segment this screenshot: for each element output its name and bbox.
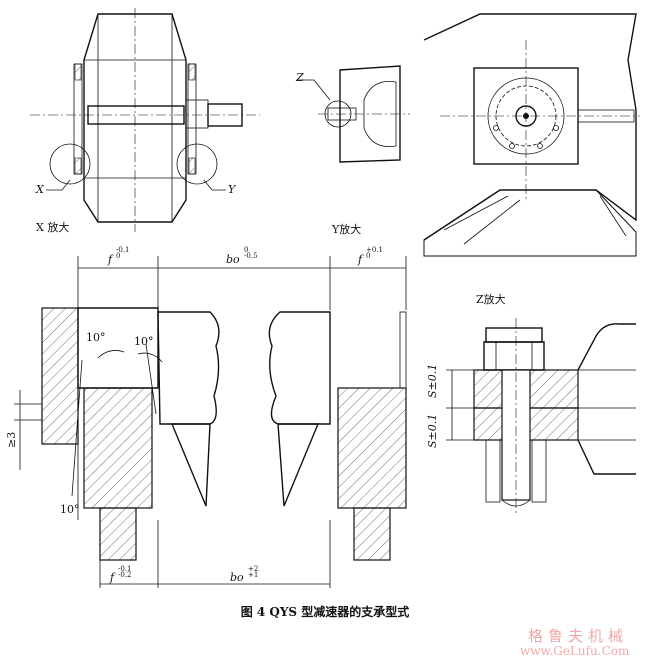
x-enlarged-label: X 放大 <box>36 221 70 234</box>
x-callout: X <box>36 183 44 196</box>
angle-label-bottom: 10° <box>60 503 80 516</box>
f-bottom-dim: f <box>110 571 115 584</box>
z-enlarged-label: Z放大 <box>476 293 506 306</box>
y-enlarged-view <box>298 65 410 163</box>
watermark-logo: 格鲁夫机械 <box>528 627 629 645</box>
bo-bottom-tol: +2 +1 <box>248 565 259 580</box>
reducer-end-view <box>423 13 640 257</box>
figure-caption: 图 4 QYS 型减速器的支承型式 <box>240 605 410 619</box>
y-callout: Y <box>228 183 236 196</box>
angle-label-left: 10° <box>86 331 106 344</box>
bo-top-tol: 0 -0.5 <box>244 246 258 261</box>
angle-label-mid: 10° <box>134 335 154 348</box>
f-top-right-dim: f <box>358 253 363 266</box>
f-top-dim: f <box>108 253 113 266</box>
z-enlarged-view <box>446 318 636 516</box>
s-tol-upper: S±0.1 <box>426 363 439 398</box>
z-callout: Z <box>296 71 304 84</box>
watermark-url: www.GeLufu.Com <box>520 644 630 658</box>
f-top-right-tol: +0.1 0 <box>366 246 383 261</box>
reducer-side-view <box>30 8 260 232</box>
ge3-label: ≥3 <box>5 431 18 448</box>
bo-top-dim: bo <box>226 253 240 266</box>
f-top-tol: -0.1 0 <box>116 246 130 261</box>
support-detail-view <box>14 256 407 588</box>
y-enlarged-label: Y放大 <box>332 223 362 236</box>
bo-bottom-dim: bo <box>230 571 244 584</box>
f-bottom-tol: -0.1 -0.2 <box>118 565 132 580</box>
s-tol-lower: S±0.1 <box>426 413 439 448</box>
